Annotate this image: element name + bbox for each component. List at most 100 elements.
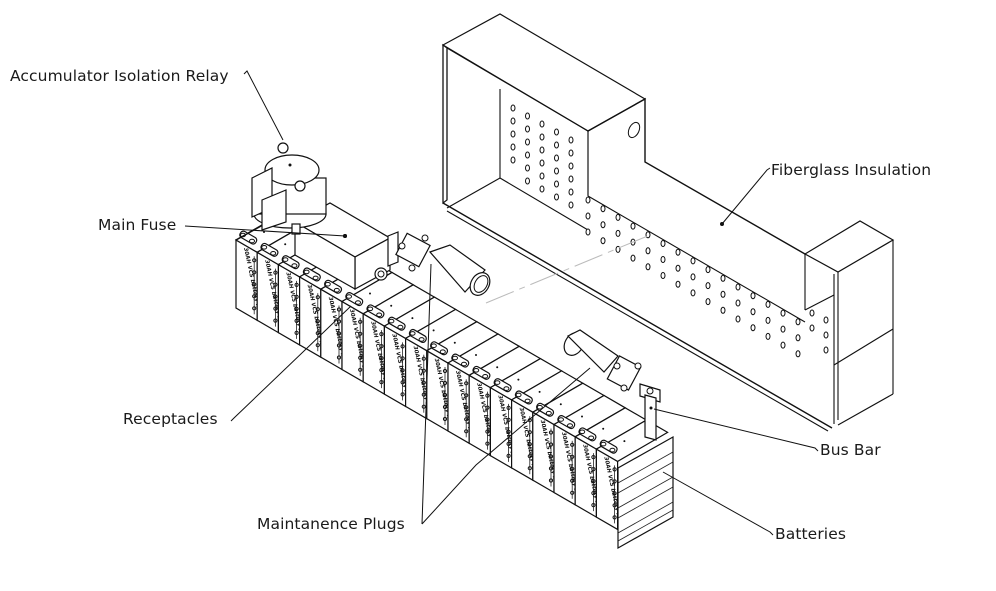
perforation-hole xyxy=(525,177,530,185)
perforation-hole xyxy=(585,196,591,204)
perforation-hole xyxy=(823,331,829,339)
receptacle-hole xyxy=(567,423,573,428)
leader-relay xyxy=(243,70,284,141)
leader-insulation xyxy=(721,167,771,225)
receptacle-hole xyxy=(282,257,289,262)
perforation-hole xyxy=(675,280,681,288)
receptacle-hole xyxy=(588,435,595,441)
perforation-hole xyxy=(750,324,756,332)
leader-plugs-a xyxy=(421,263,432,525)
perforation-hole xyxy=(630,222,636,230)
receptacle-hole xyxy=(439,349,446,355)
receptacle-hole xyxy=(355,300,361,305)
perforation-hole xyxy=(675,248,681,256)
perforation-hole xyxy=(525,138,530,146)
perforation-hole xyxy=(510,130,516,138)
perforation-hole xyxy=(525,164,530,172)
receptacle-hole xyxy=(346,294,352,299)
perforation-hole xyxy=(795,318,801,326)
callout-main-fuse: Main Fuse xyxy=(98,216,177,234)
perforation-hole xyxy=(765,316,771,324)
perforation-hole xyxy=(705,298,711,306)
maintenance-plug-2 xyxy=(563,329,642,392)
receptacle-hole xyxy=(545,410,552,416)
perforation-hole xyxy=(660,240,666,247)
perforation-hole xyxy=(600,221,606,229)
perforation-hole xyxy=(539,146,545,154)
perforation-hole xyxy=(809,309,815,317)
callout-isolation-relay: Accumulator Isolation Relay xyxy=(10,67,229,85)
perforation-hole xyxy=(585,228,591,236)
callout-receptacles: Receptacles xyxy=(123,410,218,428)
leader-batteries xyxy=(662,471,774,536)
perforation-hole xyxy=(795,350,801,358)
battery-cell: 30AH VCS battery lat xyxy=(383,296,457,408)
receptacle-hole xyxy=(367,306,374,312)
perforation-hole xyxy=(510,117,516,125)
fiberglass-insulation-box xyxy=(441,13,895,432)
receptacle-hole xyxy=(409,331,416,336)
perforation-hole xyxy=(539,159,545,167)
insulation-perforations xyxy=(510,104,829,358)
receptacle-hole xyxy=(270,251,277,256)
receptacle-hole xyxy=(524,398,531,404)
perforation-hole xyxy=(735,315,741,323)
perforation-hole xyxy=(780,325,786,333)
perforation-hole xyxy=(554,167,559,175)
perforation-hole xyxy=(750,308,756,316)
perforation-hole xyxy=(705,282,711,290)
perforation-hole xyxy=(568,201,574,209)
perforation-hole xyxy=(720,274,726,282)
perforation-hole xyxy=(735,283,741,291)
perforation-hole xyxy=(675,264,681,272)
perforation-hole xyxy=(554,154,559,162)
leader-receptacles xyxy=(230,305,352,422)
receptacle-hole xyxy=(303,269,310,275)
perforation-hole xyxy=(795,334,801,342)
leader-lines xyxy=(184,70,819,536)
perforation-hole xyxy=(690,289,696,297)
receptacle-hole xyxy=(261,245,268,250)
receptacle-hole xyxy=(515,392,522,398)
perforation-hole xyxy=(554,180,559,188)
perforation-hole xyxy=(568,188,574,196)
receptacle-hole xyxy=(397,324,404,330)
receptacle-hole xyxy=(249,238,255,244)
maintenance-plug-1 xyxy=(374,231,491,296)
perforation-hole xyxy=(823,316,829,324)
perforation-hole xyxy=(600,205,606,213)
perforation-hole xyxy=(539,185,545,193)
receptacle-hole xyxy=(312,275,319,281)
receptacle-hole xyxy=(536,404,543,410)
perforation-hole xyxy=(600,237,606,245)
battery-end-face xyxy=(617,435,674,550)
battery-cell: 30AH VCS battery lat xyxy=(425,321,500,433)
perforation-hole xyxy=(554,141,559,149)
callout-bus-bar: Bus Bar xyxy=(820,441,881,459)
perforation-hole xyxy=(780,309,786,317)
callout-fiberglass-insulation: Fiberglass Insulation xyxy=(771,161,932,179)
perforation-hole xyxy=(510,156,516,164)
callout-batteries: Batteries xyxy=(775,525,847,543)
isolation-relay xyxy=(251,142,327,235)
perforation-hole xyxy=(720,290,726,298)
perforation-hole xyxy=(660,256,666,263)
perforation-hole xyxy=(630,254,636,262)
perforation-hole xyxy=(539,120,545,128)
perforation-hole xyxy=(568,136,574,144)
receptacle-hole xyxy=(291,263,298,268)
receptacle-hole xyxy=(452,355,458,361)
perforation-hole xyxy=(568,175,574,183)
perforation-hole xyxy=(645,263,651,271)
perforation-hole xyxy=(765,300,771,308)
perforation-hole xyxy=(765,332,771,340)
perforation-hole xyxy=(568,149,574,157)
leader-fuse xyxy=(184,225,346,237)
perforation-hole xyxy=(510,143,516,151)
receptacle-hole xyxy=(482,374,489,379)
perforation-hole xyxy=(615,229,621,237)
perforation-hole xyxy=(554,193,559,201)
perforation-hole xyxy=(720,306,726,314)
leader-bus-bar xyxy=(653,408,819,452)
perforation-hole xyxy=(525,125,530,133)
